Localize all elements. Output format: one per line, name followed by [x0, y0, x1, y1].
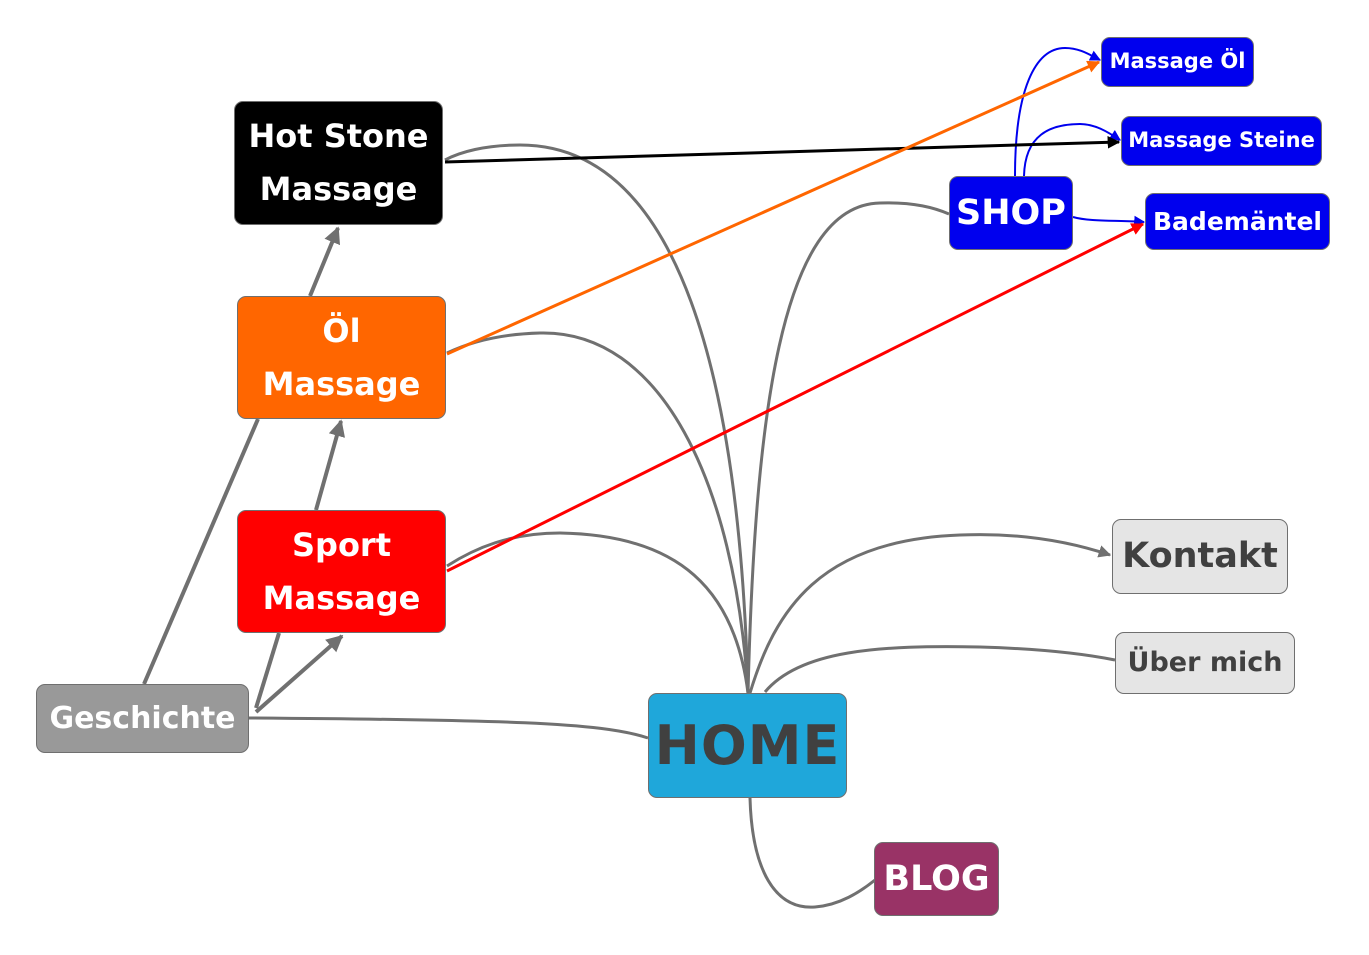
node-label-line: Hot Stone — [248, 117, 429, 156]
edge-geschichte-sport — [254, 634, 344, 714]
node-label-line: Öl — [322, 311, 361, 350]
node-bademaentel[interactable]: Bademäntel — [1145, 193, 1330, 250]
edge-shop-massage-oel — [1014, 46, 1101, 177]
edge-home-hot-stone — [444, 143, 750, 694]
node-label: HOME — [654, 714, 841, 777]
edge-hot-stone-massage-steine — [444, 136, 1121, 164]
edge-home-ueber-mich — [763, 645, 1116, 693]
edge-home-blog — [748, 797, 876, 909]
node-label: Bademäntel — [1153, 206, 1322, 236]
node-label: SHOP — [956, 192, 1066, 233]
edge-home-shop — [746, 201, 950, 694]
node-label-line: Massage — [259, 170, 418, 208]
edge-sport-bademaentel — [446, 222, 1145, 573]
node-label: Geschichte — [49, 701, 236, 736]
edge-home-kontakt — [748, 533, 1112, 694]
edge-oel-massage-oel — [446, 60, 1101, 356]
node-label: BLOG — [883, 858, 990, 899]
edge-shop-bademaentel — [1072, 215, 1146, 227]
node-blog[interactable]: BLOG — [874, 842, 999, 916]
edge-geschichte-hot-stone — [142, 418, 260, 685]
edge-geschichte-oel — [254, 632, 281, 709]
node-geschichte[interactable]: Geschichte — [36, 684, 249, 753]
node-label-line: Massage — [262, 578, 421, 617]
node-label: Massage Öl — [1109, 49, 1246, 74]
node-label: Kontakt — [1122, 536, 1278, 577]
node-shop[interactable]: SHOP — [949, 176, 1073, 250]
edge-oel-hot-stone — [308, 226, 341, 297]
node-label: Über mich — [1127, 646, 1283, 678]
edge-home-sport — [446, 531, 750, 694]
node-massage-steine[interactable]: Massage Steine — [1121, 116, 1322, 166]
edge-home-oel — [446, 331, 750, 694]
node-label-line: Sport — [291, 525, 391, 564]
edge-shop-massage-steine — [1023, 122, 1121, 177]
node-kontakt[interactable]: Kontakt — [1112, 519, 1288, 594]
node-massage-oel[interactable]: Massage Öl — [1101, 37, 1254, 87]
edge-home-geschichte — [248, 716, 649, 740]
node-ueber-mich[interactable]: Über mich — [1115, 632, 1295, 694]
node-label-line: Massage — [262, 364, 421, 403]
edge-sport-oel — [314, 419, 345, 511]
node-label: Massage Steine — [1128, 128, 1315, 153]
node-home[interactable]: HOME — [648, 693, 847, 798]
